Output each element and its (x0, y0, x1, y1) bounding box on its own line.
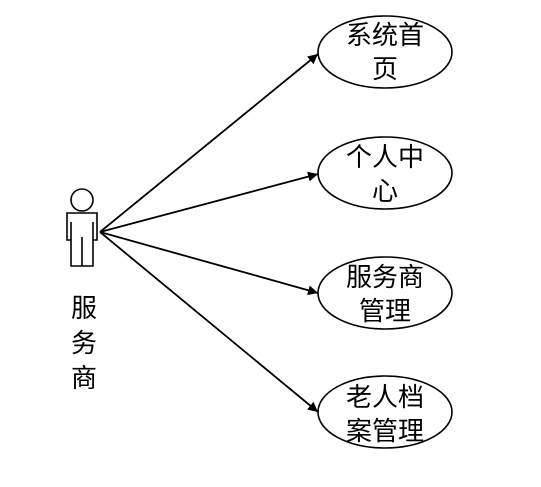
use-case-1-line-2: 页 (372, 55, 398, 85)
use-case-2: 个人中 心 (317, 136, 453, 210)
actor-label-line-2: 务 (71, 329, 97, 359)
use-case-2-line-1: 个人中 (346, 143, 424, 173)
association-arrow-2 (99, 171, 319, 233)
use-case-3-line-1: 服务商 (346, 263, 424, 293)
use-case-3-ellipse (317, 256, 453, 330)
use-case-4-ellipse (317, 375, 453, 449)
use-case-3: 服务商 管理 (317, 256, 453, 330)
use-case-4-line-2: 案管理 (346, 417, 424, 447)
association-arrow-3 (99, 231, 319, 296)
use-case-1-line-1: 系统首 (346, 21, 424, 51)
use-case-2-line-2: 心 (372, 177, 398, 207)
use-case-2-ellipse (317, 136, 453, 210)
association-arrow-4 (99, 231, 319, 413)
actor-label-line-1: 服 (71, 294, 97, 324)
actor (66, 188, 98, 267)
use-case-3-line-2: 管理 (359, 297, 411, 327)
use-case-1: 系统首 页 (317, 15, 453, 89)
actor-head (70, 188, 94, 212)
use-case-4: 老人档 案管理 (317, 375, 453, 449)
use-case-4-line-1: 老人档 (346, 383, 424, 413)
use-case-1-ellipse (317, 15, 453, 89)
actor-label-line-3: 商 (71, 364, 97, 394)
association-arrow-1 (99, 53, 319, 233)
